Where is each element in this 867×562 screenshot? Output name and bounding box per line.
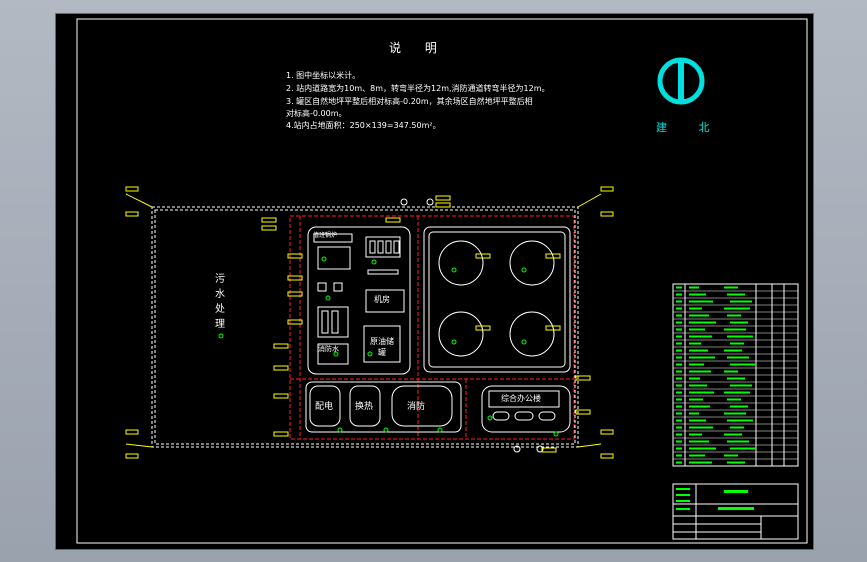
- drawing-frame: [76, 18, 808, 544]
- room-label-office: 综合办公楼: [501, 394, 541, 403]
- gates: [400, 198, 544, 453]
- room-label-boiler: 值班锅炉: [313, 232, 338, 239]
- note-3b: 对标高-0.00m。: [286, 109, 347, 118]
- room-label-fire: 消防: [407, 402, 426, 412]
- legend-rows: [673, 290, 798, 460]
- north-label: 建 北: [656, 121, 724, 134]
- room-label-firewater: 消防水: [318, 345, 339, 353]
- note-1: 1. 图中坐标以米计。: [286, 71, 361, 80]
- red-boundary: [289, 215, 575, 440]
- note-4: 4.站内占地面积：250×139=347.50m²。: [286, 121, 441, 130]
- marker-points: [218, 256, 559, 437]
- title-block: [672, 483, 799, 540]
- tank-farm: [423, 226, 571, 373]
- note-2: 2. 站内道路宽为10m、8m，转弯半径为12m,消防通道转弯半径为12m。: [286, 84, 550, 93]
- legend-green-entries: [676, 286, 756, 464]
- north-arrow-icon: [657, 57, 705, 105]
- wastewater-label: 污水处理: [215, 274, 225, 330]
- room-label-power: 配电: [315, 402, 334, 412]
- note-3: 3. 罐区自然地坪平整后相对标高-0.20m，其余场区自然地坪平整后相: [286, 97, 533, 106]
- room-label-machine: 机房: [374, 295, 390, 304]
- dimension-tags: [125, 186, 614, 459]
- lower-buildings: [305, 381, 571, 433]
- site-plan-svg: [76, 18, 808, 544]
- process-buildings: [307, 226, 411, 375]
- room-label-heat: 换热: [355, 402, 374, 412]
- title-block-entries: [676, 488, 754, 510]
- site-fence: [151, 206, 579, 448]
- drawing-sheet: 说 明 1. 图中坐标以米计。 2. 站内道路宽为10m、8m，转弯半径为12m…: [55, 13, 814, 550]
- notes-title: 说 明: [389, 41, 447, 55]
- room-label-oil: 原油储罐: [370, 337, 394, 357]
